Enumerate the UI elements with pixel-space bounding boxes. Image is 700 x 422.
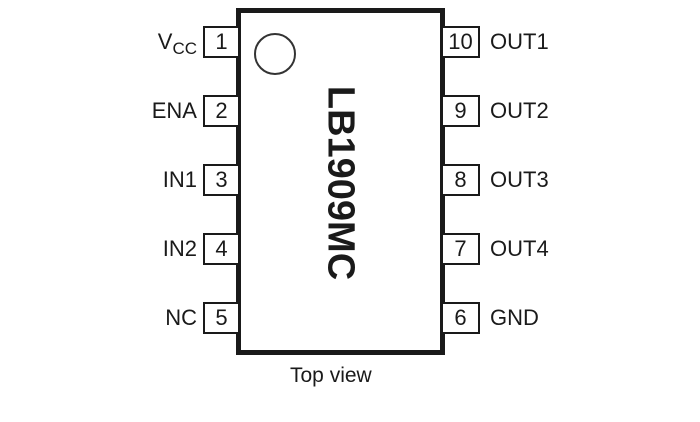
pin-5-label: NC	[165, 305, 197, 330]
pin-7-label: OUT4	[490, 236, 549, 261]
part-number: LB1909MC	[319, 85, 362, 281]
pin-7-box: 7	[443, 233, 480, 265]
pin-6-label: GND	[490, 305, 539, 330]
pin-3-box: 3	[203, 164, 238, 196]
pin-1-label: VCC	[157, 29, 197, 58]
pin-3-label: IN1	[162, 167, 197, 192]
pin-4-label: IN2	[162, 236, 197, 261]
pin-9-label: OUT2	[490, 98, 549, 123]
pin-4-box: 4	[203, 233, 238, 265]
pin-6-box: 6	[443, 302, 480, 334]
pin-8-label: OUT3	[490, 167, 549, 192]
pin-1-box: 1	[203, 26, 238, 58]
pin-5-box: 5	[203, 302, 238, 334]
pin-8-box: 8	[443, 164, 480, 196]
pin-2-box: 2	[203, 95, 238, 127]
pin-9-box: 9	[443, 95, 480, 127]
pin1-indicator-circle	[254, 33, 296, 75]
pin-10-label: OUT1	[490, 29, 549, 54]
pin-10-box: 10	[443, 26, 480, 58]
view-caption: Top view	[290, 364, 372, 387]
pin-2-label: ENA	[151, 98, 197, 123]
